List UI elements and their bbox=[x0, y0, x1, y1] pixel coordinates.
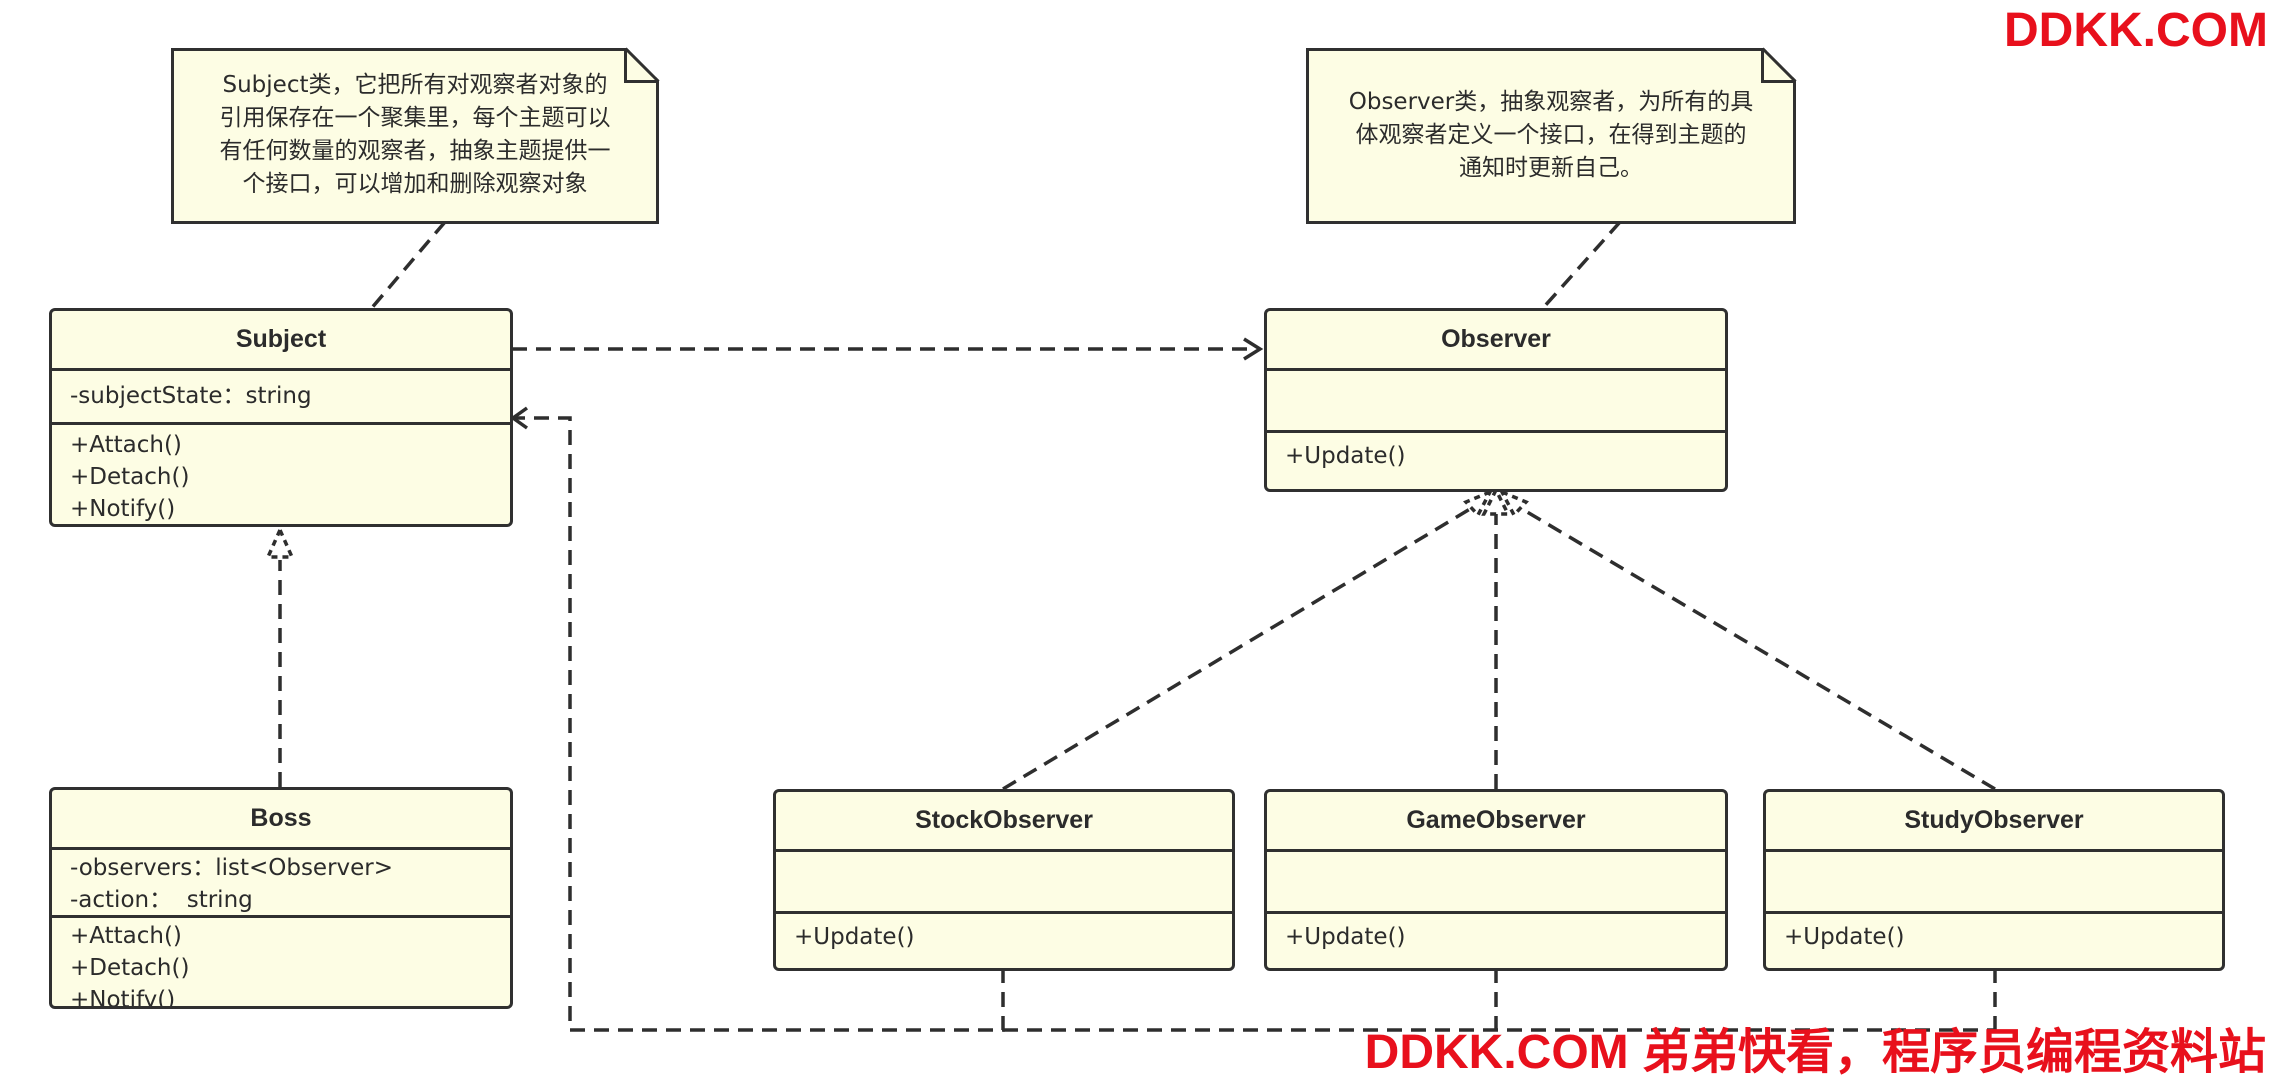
class-attributes bbox=[776, 852, 1232, 914]
watermark-bottom: DDKK.COM 弟弟快看，程序员编程资料站 bbox=[1364, 1026, 2266, 1079]
class-operations: +Update() bbox=[1267, 914, 1725, 953]
class-attributes: -subjectState：string bbox=[52, 371, 510, 425]
class-name: Boss bbox=[52, 790, 510, 850]
operation: +Notify() bbox=[70, 987, 176, 1009]
operation: +Update() bbox=[1784, 924, 1905, 950]
attribute: -subjectState：string bbox=[70, 383, 312, 409]
operation: +Attach() bbox=[70, 432, 182, 458]
class-name: StudyObserver bbox=[1766, 792, 2222, 852]
class-operations: +Attach() +Detach() +Notify() bbox=[52, 918, 510, 1009]
triangle-observer-center bbox=[1481, 486, 1511, 516]
triangle-subject bbox=[265, 525, 295, 559]
class-name: StockObserver bbox=[776, 792, 1232, 852]
study-observer-realization bbox=[1511, 501, 1996, 791]
operation: +Update() bbox=[1285, 443, 1406, 469]
class-attributes bbox=[1267, 852, 1725, 914]
class-name: Observer bbox=[1267, 311, 1725, 371]
operation: +Detach() bbox=[70, 955, 190, 981]
arrowhead-observer-dependency bbox=[1243, 337, 1264, 361]
arrowhead-subject-dependency bbox=[509, 406, 529, 430]
attribute: -observers：list<Observer> bbox=[70, 855, 394, 881]
class-attributes: -observers：list<Observer> -action： strin… bbox=[52, 850, 510, 918]
triangle-observer-right bbox=[1498, 488, 1529, 519]
class-operations: +Update() bbox=[1766, 914, 2222, 953]
observer-note-anchor bbox=[1541, 220, 1622, 310]
observer-note: Observer类，抽象观察者，为所有的具 体观察者定义一个接口，在得到主题的 … bbox=[1306, 48, 1796, 224]
operation: +Detach() bbox=[70, 464, 190, 490]
observer-note-text: Observer类，抽象观察者，为所有的具 体观察者定义一个接口，在得到主题的 … bbox=[1348, 88, 1754, 181]
stock-observer-realization bbox=[1002, 501, 1481, 791]
class-name: GameObserver bbox=[1267, 792, 1725, 852]
triangle-observer-left bbox=[1463, 488, 1494, 519]
class-boss[interactable]: Boss -observers：list<Observer> -action： … bbox=[49, 787, 513, 1009]
observers-subject-dependency bbox=[515, 416, 1005, 1032]
class-operations: +Update() bbox=[1267, 433, 1725, 472]
subject-note: Subject类，它把所有对观察者对象的 引用保存在一个聚集里，每个主题可以 有… bbox=[171, 48, 659, 224]
operation: +Update() bbox=[794, 924, 915, 950]
watermark-top: DDKK.COM bbox=[2004, 4, 2268, 57]
class-stock-observer[interactable]: StockObserver +Update() bbox=[773, 789, 1235, 971]
class-operations: +Update() bbox=[776, 914, 1232, 953]
class-operations: +Attach() +Detach() +Notify() bbox=[52, 425, 510, 524]
class-attributes bbox=[1267, 371, 1725, 433]
subject-note-text: Subject类，它把所有对观察者对象的 引用保存在一个聚集里，每个主题可以 有… bbox=[219, 72, 611, 197]
class-game-observer[interactable]: GameObserver +Update() bbox=[1264, 789, 1728, 971]
class-attributes bbox=[1766, 852, 2222, 914]
attribute: -action： string bbox=[70, 887, 253, 913]
class-study-observer[interactable]: StudyObserver +Update() bbox=[1763, 789, 2225, 971]
class-name: Subject bbox=[52, 311, 510, 371]
observer-note-fold bbox=[1761, 47, 1797, 83]
subject-note-anchor bbox=[368, 220, 447, 312]
class-observer[interactable]: Observer +Update() bbox=[1264, 308, 1728, 492]
operation: +Attach() bbox=[70, 923, 182, 949]
subject-note-fold bbox=[624, 47, 660, 83]
operation: +Notify() bbox=[70, 496, 176, 522]
operation: +Update() bbox=[1285, 924, 1406, 950]
class-subject[interactable]: Subject -subjectState：string +Attach() +… bbox=[49, 308, 513, 527]
